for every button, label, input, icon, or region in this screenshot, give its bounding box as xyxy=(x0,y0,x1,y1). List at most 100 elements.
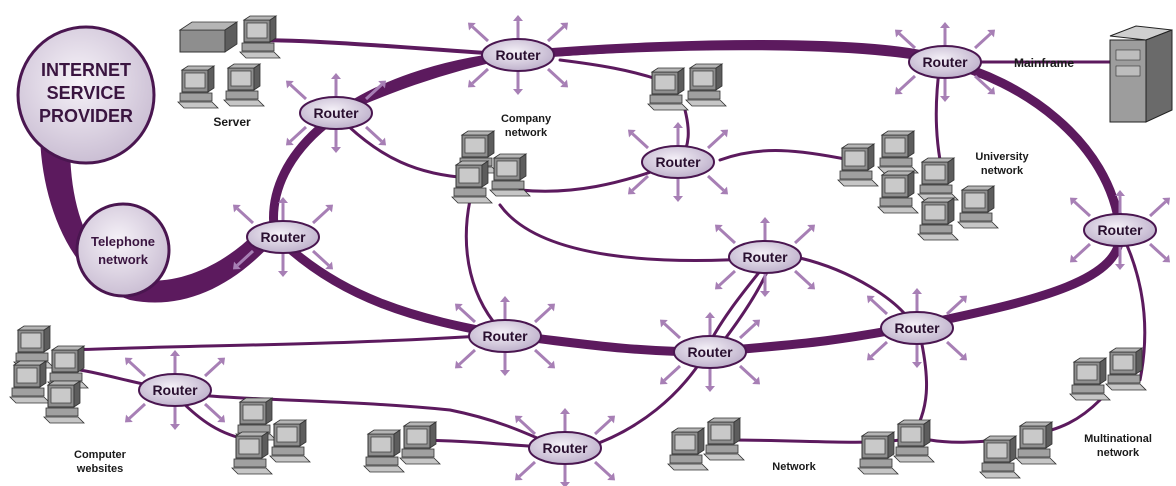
company-label-1: Company xyxy=(501,113,552,125)
arrow-head-icon xyxy=(500,296,510,303)
router-arrow xyxy=(364,83,383,101)
network-label: Network xyxy=(772,461,816,473)
arrow-head-icon xyxy=(467,79,476,88)
router-label: Router xyxy=(313,105,359,121)
arrow-head-icon xyxy=(1069,197,1078,206)
router-ellipse xyxy=(528,431,602,465)
arrow-head-icon xyxy=(170,350,180,357)
router-node: Router xyxy=(454,296,556,376)
router-label: Router xyxy=(542,440,588,456)
isp-label-1: INTERNET xyxy=(41,60,131,80)
computer-websites-label-2: websites xyxy=(76,463,123,475)
router-ellipse xyxy=(908,45,982,79)
router-arrow xyxy=(471,67,490,85)
computer-icon xyxy=(399,421,441,465)
router-node: Router xyxy=(285,73,387,153)
link-server-router1 xyxy=(248,38,520,57)
arrow-head-icon xyxy=(285,137,294,146)
router-label: Router xyxy=(495,47,541,63)
router-ellipse xyxy=(481,38,555,72)
arrow-head-icon xyxy=(232,204,241,213)
router-arrow xyxy=(718,269,737,287)
arrow-head-icon xyxy=(866,352,875,361)
router-node: Router xyxy=(627,122,729,202)
computer-icon xyxy=(1105,347,1147,391)
computer-icon xyxy=(837,143,879,187)
computer-icon xyxy=(667,427,709,471)
router-label: Router xyxy=(152,382,198,398)
arrow-head-icon xyxy=(560,408,570,415)
arrow-head-icon xyxy=(1162,197,1171,206)
router-arrow xyxy=(793,227,812,245)
router-arrow xyxy=(870,298,889,316)
link-router3-university xyxy=(718,149,852,162)
router-arrow xyxy=(203,402,222,420)
router-arrow xyxy=(631,132,650,150)
arrow-head-icon xyxy=(894,86,903,95)
arrow-head-icon xyxy=(278,270,288,277)
router-ellipse xyxy=(728,240,802,274)
routers: RouterRouterRouterRouterRouterRouterRout… xyxy=(124,15,1171,486)
arrow-head-icon xyxy=(940,22,950,29)
multinational-label-1: Multinational xyxy=(1084,433,1152,445)
router-arrow xyxy=(706,174,725,192)
router-label: Router xyxy=(655,154,701,170)
computer-icon xyxy=(1015,421,1057,465)
router-arrow xyxy=(533,348,552,366)
arrow-head-icon xyxy=(1115,190,1125,197)
router-ellipse xyxy=(246,220,320,254)
router-arrow xyxy=(1073,242,1092,260)
arrow-head-icon xyxy=(607,472,616,481)
router-arrow xyxy=(546,25,565,43)
arrow-head-icon xyxy=(454,303,463,312)
arrow-head-icon xyxy=(912,288,922,295)
router-ellipse xyxy=(880,311,954,345)
arrow-head-icon xyxy=(760,290,770,297)
router-arrow xyxy=(738,322,757,340)
router-arrow xyxy=(311,207,330,225)
arrow-head-icon xyxy=(705,385,715,392)
router-arrow xyxy=(593,418,612,436)
computer-icon xyxy=(239,15,281,59)
computer-icon xyxy=(703,417,745,461)
router-arrow xyxy=(289,83,308,101)
arrow-head-icon xyxy=(760,217,770,224)
router-ellipse xyxy=(641,145,715,179)
arrow-head-icon xyxy=(331,73,341,80)
link-router9-router7 xyxy=(583,353,707,450)
computer-icon xyxy=(43,380,85,424)
computer-icon xyxy=(231,431,273,475)
arrow-head-icon xyxy=(987,29,996,38)
router-arrow xyxy=(533,306,552,324)
router-arrow xyxy=(1148,200,1167,218)
arrow-head-icon xyxy=(912,361,922,368)
arrow-head-icon xyxy=(752,319,761,328)
link-company-router4 xyxy=(498,203,767,262)
router-arrow xyxy=(1073,200,1092,218)
router-arrow xyxy=(663,364,682,382)
router-arrow xyxy=(236,249,255,267)
link-company-router5 xyxy=(464,198,507,337)
arrow-head-icon xyxy=(514,415,523,424)
router-arrow xyxy=(898,74,917,92)
arrow-head-icon xyxy=(232,261,241,270)
server-cluster xyxy=(177,15,281,109)
router-ellipse xyxy=(1083,213,1157,247)
router-label: Router xyxy=(260,229,306,245)
arrow-head-icon xyxy=(1162,254,1171,263)
mainframe xyxy=(1109,25,1173,123)
router-arrow xyxy=(458,306,477,324)
arrow-head-icon xyxy=(285,80,294,89)
router-node: Router xyxy=(659,312,761,392)
isp-label-2: SERVICE xyxy=(47,83,126,103)
router-arrow xyxy=(945,340,964,358)
arrow-head-icon xyxy=(514,472,523,481)
university-label-2: network xyxy=(981,165,1024,177)
router-arrow xyxy=(898,32,917,50)
router-arrow xyxy=(593,460,612,478)
isp-label-3: PROVIDER xyxy=(39,106,133,126)
router-arrow xyxy=(458,348,477,366)
arrow-head-icon xyxy=(752,376,761,385)
